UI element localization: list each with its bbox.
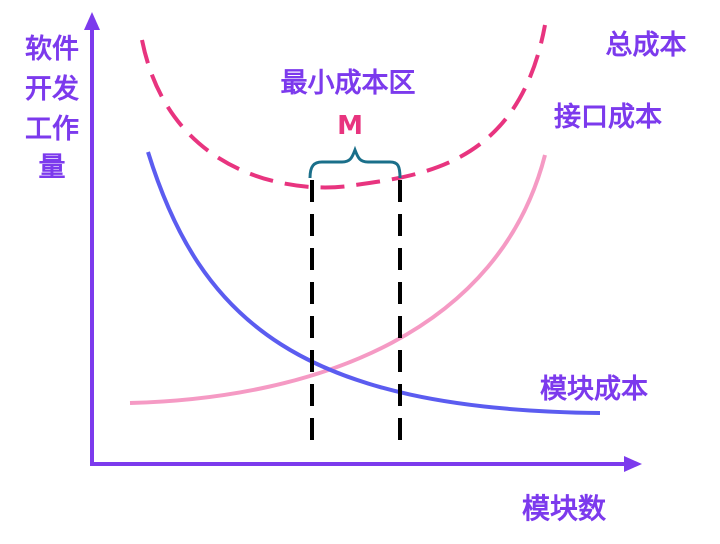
axes [84,12,642,472]
y-axis-label-line-4: 量 [39,152,66,183]
total-cost-label: 总成本 [606,30,687,61]
x-axis-label: 模块数 [522,492,607,525]
y-axis-label-line-2: 开发 [25,73,79,105]
min-region-brace [308,145,402,179]
y-axis-label-line-1: 软件 [25,34,79,65]
min-region-marker: M [337,111,363,141]
module-cost-label: 模块成本 [540,374,648,405]
module-cost-curve [146,151,601,415]
x-axis-arrowhead [624,456,642,472]
total-cost-curve [140,24,547,190]
min-region-label: 最小成本区 [281,68,416,99]
y-axis-arrowhead [84,12,100,30]
y-axis-label-line-3: 工作 [25,114,79,145]
interface-cost-label: 接口成本 [554,102,662,133]
interface-cost-curve [129,154,547,405]
